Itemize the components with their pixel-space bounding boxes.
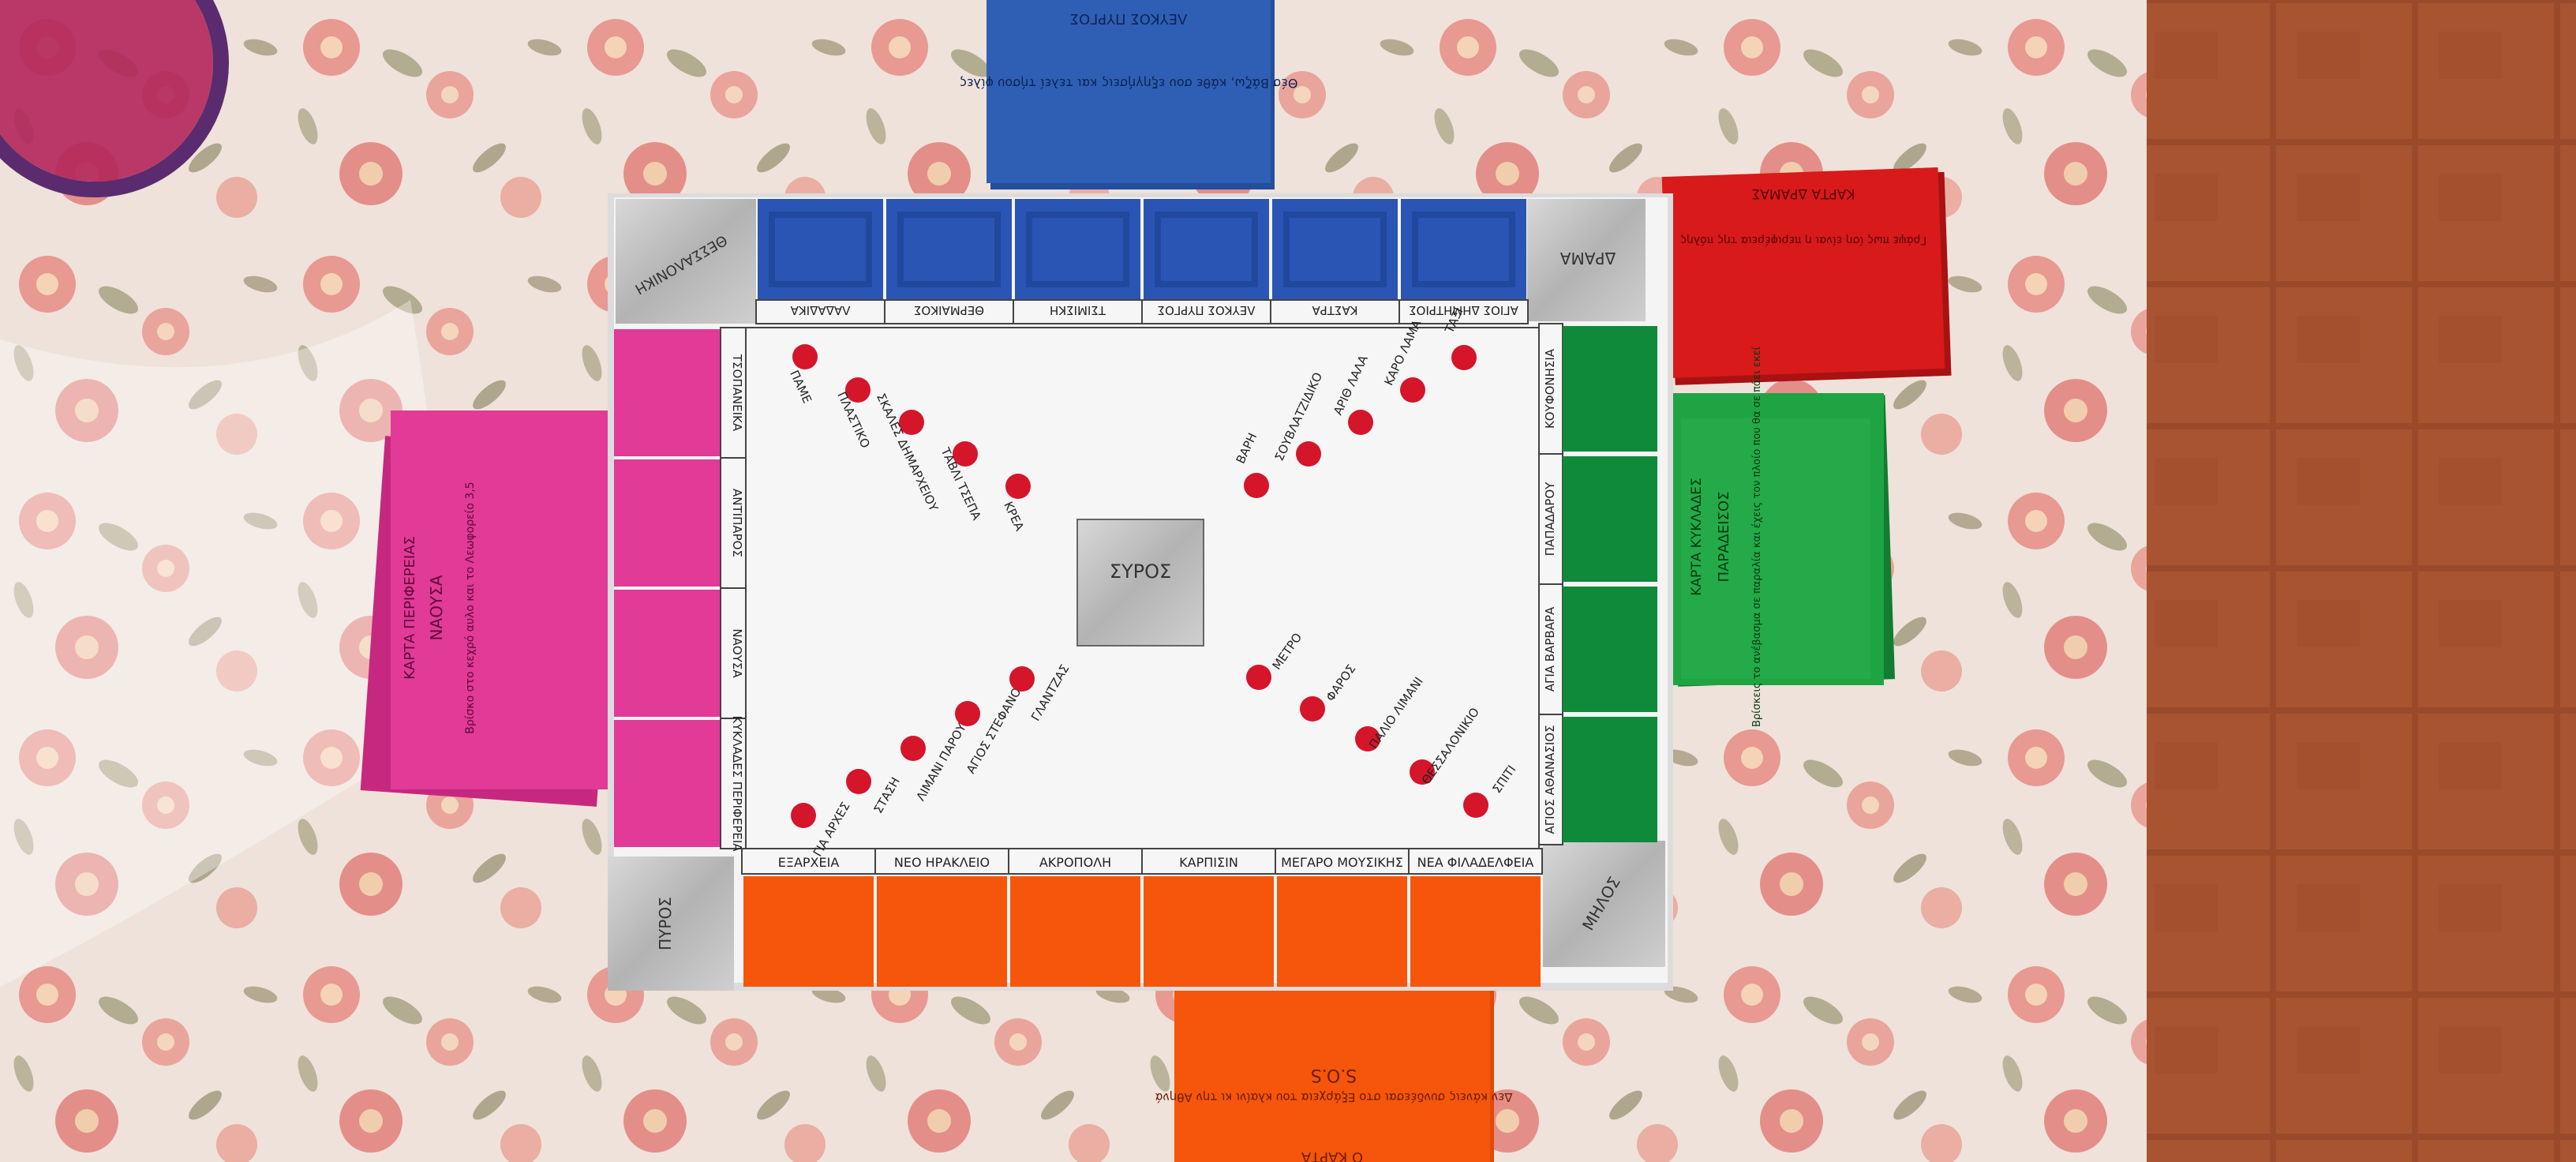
right-property-label: ΑΓΙΟΣ ΑΘΑΝΑΣΙΟΣ	[1543, 725, 1557, 834]
track-dot[interactable]	[900, 736, 926, 761]
top-property-label: ΤΣΙΜΙΣΚΗ	[1050, 303, 1106, 317]
orange-card-subtitle: S.O.S	[1311, 1065, 1357, 1085]
right-property-2[interactable]: ΠΑΠΑΔΑΡΟΥ	[1538, 453, 1657, 585]
bottom-property-5[interactable]: ΜΕΓΑΡΟ ΜΟΥΣΙΚΗΣ	[1275, 848, 1410, 987]
corner-top-right[interactable]: ΔΡΑΜΑ	[1527, 199, 1646, 321]
blue-card-text: Θέσ Βάζω, κάθε σου εξηγήσεις και τελεί τ…	[960, 76, 1298, 91]
top-property-1[interactable]: ΛΑΔΑΔΙΚΑ	[755, 199, 886, 324]
track-dot[interactable]	[1348, 410, 1373, 435]
track-dot[interactable]	[953, 441, 978, 467]
pink-card-text: Βρίσκο στο κεχρό αυλο και το Λεωφορείο 3…	[464, 482, 477, 733]
left-column-properties: ΤΣΟΠΑΝΕΙΚΑ ΑΝΤΙΠΑΡΟΣ ΝΑΟΥΣΑ ΚΥΚΛΑΔΕΣ ΠΕΡΙΦΕ…	[614, 327, 747, 852]
top-property-label: ΛΕΥΚΟΣ ΠΥΡΓΟΣ	[1158, 303, 1256, 317]
track-dot[interactable]	[1300, 696, 1325, 722]
top-property-label: ΚΑΣΤΡΑ	[1312, 303, 1358, 317]
track-dot[interactable]	[845, 377, 871, 403]
green-card-title: ΚΑΡΤΑ ΚΥΚΛΑΔΕΣ	[1689, 478, 1705, 596]
bottom-row-properties: ΕΞΑΡΧΕΙΑ ΝΕΟ ΗΡΑΚΛΕΙΟ ΑΚΡΟΠΟΛΗ ΚΑΡΠΙΣΙΝ ΜΕΓΑ…	[741, 848, 1543, 987]
bottom-property-4[interactable]: ΚΑΡΠΙΣΙΝ	[1141, 848, 1276, 987]
left-property-label: ΤΣΟΠΑΝΕΙΚΑ	[730, 354, 744, 432]
pink-card-stack[interactable]: ΚΑΡΤΑ ΠΕΡΙΦΕΡΕΙΑΣ ΝΑΟΥΣΑ Βρίσκο στο κεχρ…	[360, 410, 622, 807]
chair-object-rim	[0, 0, 229, 197]
track-dot[interactable]	[1246, 665, 1271, 690]
corner-bottom-right[interactable]: ΜΗΛΟΣ	[1543, 841, 1665, 967]
bottom-property-label: ΝΕΑ ΦΙΛΑΔΕΛΦΕΙΑ	[1417, 855, 1534, 870]
top-property-2[interactable]: ΘΕΡΜΑΙΚΟΣ	[884, 199, 1014, 324]
left-property-1[interactable]: ΤΣΟΠΑΝΕΙΚΑ	[614, 327, 747, 459]
track-dot[interactable]	[955, 701, 980, 726]
blue-card-title: ΛΕΥΚΟΣ ΠΥΡΓΟΣ	[1070, 10, 1188, 27]
track-dot[interactable]	[1451, 345, 1477, 370]
top-property-5[interactable]: ΚΑΣΤΡΑ	[1270, 199, 1400, 324]
bottom-property-1[interactable]: ΕΞΑΡΧΕΙΑ	[741, 848, 876, 987]
orange-card-stack[interactable]: Ο ΚΑΡΤΑ S.O.S Δεν κάνεις συνδέεσαι στο Ε…	[1155, 969, 1512, 1162]
bottom-property-label: ΑΚΡΟΠΟΛΗ	[1039, 855, 1111, 870]
corner-bottom-left[interactable]: ΠΥΡΟΣ	[608, 857, 734, 991]
left-property-label: ΑΝΤΙΠΑΡΟΣ	[730, 489, 744, 557]
track-dot[interactable]	[1296, 441, 1321, 467]
track-dot[interactable]	[1400, 377, 1425, 403]
left-property-label: ΚΥΚΛΑΔΕΣ ΠΕΡΙΦΕΡΕΙΑ	[730, 715, 744, 852]
right-property-label: ΠΑΠΑΔΑΡΟΥ	[1543, 482, 1557, 556]
right-property-1[interactable]: ΚΟΥΦΟΝΗΣΙΑ	[1538, 323, 1657, 455]
orange-card-text: Δεν κάνεις συνδέεσαι στο Εξάρχεια του κλ…	[1155, 1090, 1512, 1104]
pink-card-subtitle: ΝΑΟΥΣΑ	[427, 575, 446, 640]
track-dot[interactable]	[1009, 666, 1035, 692]
left-property-label: ΝΑΟΥΣΑ	[730, 628, 744, 678]
center-square[interactable]: ΣΥΡΟΣ	[1076, 519, 1204, 647]
bottom-property-label: ΝΕΟ ΗΡΑΚΛΕΙΟ	[894, 855, 990, 870]
game-board: ΘΕΣΣΑΛΟΝΙΚΗ ΔΡΑΜΑ ΠΥΡΟΣ ΜΗΛΟΣ ΛΑΔΑΔΙΚΑ ΘΕ…	[608, 193, 1673, 991]
top-property-4[interactable]: ΛΕΥΚΟΣ ΠΥΡΓΟΣ	[1141, 199, 1271, 324]
plastic-sheen	[0, 300, 474, 987]
track-dot[interactable]	[1410, 759, 1435, 785]
right-column-properties: ΚΟΥΦΟΝΗΣΙΑ ΠΑΠΑΔΑΡΟΥ ΑΓΙΑ ΒΑΡΒΑΡΑ ΑΓΙΟΣ ΑΘΑ…	[1538, 323, 1657, 845]
bottom-property-2[interactable]: ΝΕΟ ΗΡΑΚΛΕΙΟ	[874, 848, 1009, 987]
pink-card-title: ΚΑΡΤΑ ΠΕΡΙΦΕΡΕΙΑΣ	[402, 536, 418, 680]
right-property-label: ΚΟΥΦΟΝΗΣΙΑ	[1543, 348, 1557, 429]
corner-top-left[interactable]: ΘΕΣΣΑΛΟΝΙΚΗ	[616, 199, 756, 324]
bottom-property-label: ΕΞΑΡΧΕΙΑ	[778, 855, 840, 870]
center-label: ΣΥΡΟΣ	[1110, 560, 1171, 583]
right-property-3[interactable]: ΑΓΙΑ ΒΑΡΒΑΡΑ	[1538, 583, 1657, 715]
green-card-text: Βρίσκεις το ανέβασμα σε παραλία και έχει…	[1751, 346, 1763, 727]
chair-object	[0, 0, 213, 182]
green-card-subtitle: ΠΑΡΑΔΕΙΣΟΣ	[1716, 492, 1732, 583]
track-dot[interactable]	[791, 803, 816, 828]
track-dot[interactable]	[846, 769, 871, 794]
top-row-properties: ΛΑΔΑΔΙΚΑ ΘΕΡΜΑΙΚΟΣ ΤΣΙΜΙΣΚΗ ΛΕΥΚΟΣ ΠΥΡΓΟΣ ΚΑ…	[755, 199, 1529, 324]
top-property-label: ΛΑΔΑΔΙΚΑ	[790, 303, 851, 317]
green-card-stack[interactable]: ΚΑΡΤΑ ΚΥΚΛΑΔΕΣ ΠΑΡΑΔΕΙΣΟΣ Βρίσκεις το αν…	[1667, 346, 1896, 727]
corner-bottom-left-label: ΠΥΡΟΣ	[656, 897, 675, 950]
top-property-6[interactable]: ΑΓΙΟΣ ΔΗΜΗΤΡΙΟΣ	[1398, 199, 1529, 324]
orange-card-title: Ο ΚΑΡΤΑ	[1301, 1149, 1363, 1162]
corner-top-right-label: ΔΡΑΜΑ	[1560, 249, 1616, 268]
floor-tiles	[2147, 0, 2576, 1162]
blue-card-stack[interactable]: ΛΕΥΚΟΣ ΠΥΡΓΟΣ Θέσ Βάζω, κάθε σου εξηγήσε…	[960, 0, 1298, 189]
right-property-4[interactable]: ΑΓΙΟΣ ΑΘΑΝΑΣΙΟΣ	[1538, 714, 1657, 845]
bottom-property-3[interactable]: ΑΚΡΟΠΟΛΗ	[1008, 848, 1143, 987]
top-property-label: ΑΓΙΟΣ ΔΗΜΗΤΡΙΟΣ	[1409, 303, 1518, 317]
bottom-property-label: ΜΕΓΑΡΟ ΜΟΥΣΙΚΗΣ	[1281, 855, 1403, 870]
track-dot[interactable]	[1355, 726, 1380, 752]
bottom-property-6[interactable]: ΝΕΑ ΦΙΛΑΔΕΛΦΕΙΑ	[1408, 848, 1543, 987]
left-property-3[interactable]: ΝΑΟΥΣΑ	[614, 587, 747, 719]
right-property-label: ΑΓΙΑ ΒΑΡΒΑΡΑ	[1543, 606, 1557, 692]
track-dot[interactable]	[899, 410, 924, 435]
track-dot[interactable]	[1463, 793, 1488, 818]
left-property-4[interactable]: ΚΥΚΛΑΔΕΣ ΠΕΡΙΦΕΡΕΙΑ	[614, 715, 747, 852]
left-property-2[interactable]: ΑΝΤΙΠΑΡΟΣ	[614, 457, 747, 589]
top-property-label: ΘΕΡΜΑΙΚΟΣ	[914, 303, 984, 317]
bottom-property-label: ΚΑΡΠΙΣΙΝ	[1179, 855, 1238, 870]
track-dot[interactable]	[1005, 474, 1031, 499]
track-dot[interactable]	[1244, 473, 1269, 498]
top-property-3[interactable]: ΤΣΙΜΙΣΚΗ	[1013, 199, 1143, 324]
red-card-title: ΚΑΡΤΑ ΔΡΑΜΑΣ	[1752, 186, 1855, 201]
red-card-text: Γράψε πως ίση είναι η περιφέρεια της πόλ…	[1680, 234, 1926, 246]
track-dot[interactable]	[792, 344, 818, 369]
red-card-stack[interactable]: ΚΑΡΤΑ ΔΡΑΜΑΣ Γράψε πως ίση είναι η περιφ…	[1661, 167, 1952, 385]
